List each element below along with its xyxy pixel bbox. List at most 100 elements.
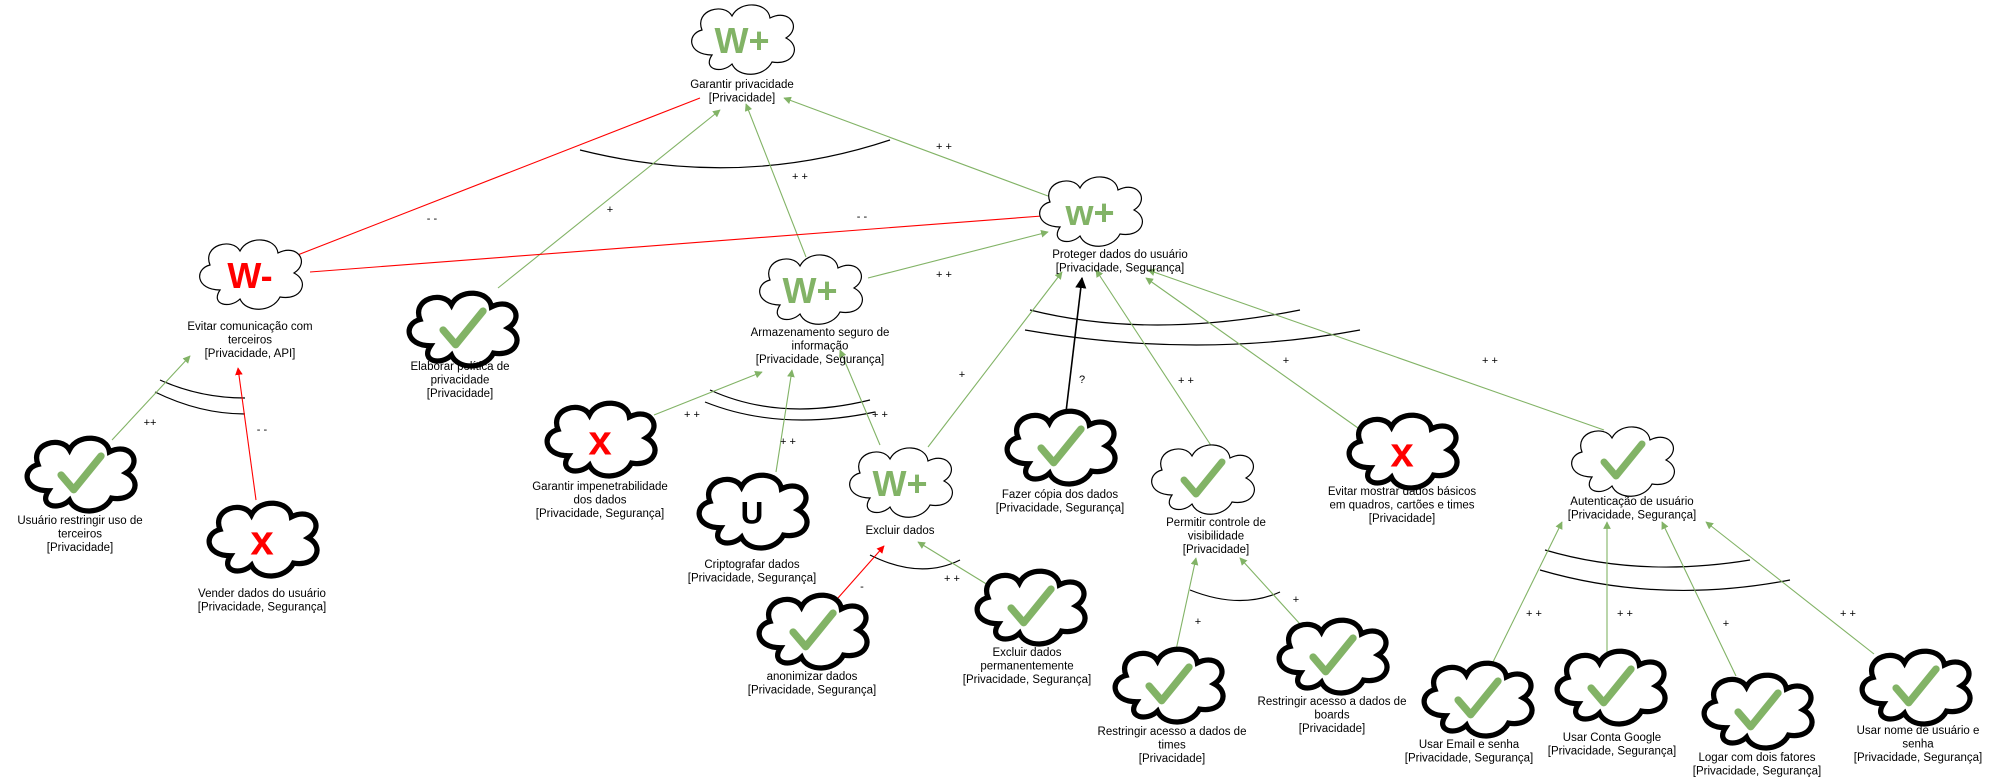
check-icon bbox=[1454, 677, 1502, 719]
softgoal-node-excluir[interactable]: W+Excluir dados bbox=[849, 447, 954, 537]
edge-label: + bbox=[1195, 616, 1201, 628]
node-label-line: [Privacidade] bbox=[47, 542, 113, 554]
node-label-line: Restringir acesso a dados de bbox=[1258, 696, 1407, 708]
node-label-line: senha bbox=[1902, 739, 1934, 751]
cloud-icon bbox=[409, 293, 517, 366]
softgoal-node-google[interactable]: Usar Conta Google[Privacidade, Segurança… bbox=[1548, 651, 1677, 758]
edge-dois-to-autent bbox=[1661, 521, 1737, 677]
check-icon bbox=[57, 452, 105, 494]
softgoal-node-autent[interactable]: Autenticação de usuário [Privacidade, Seg… bbox=[1568, 426, 1697, 522]
softgoal-node-garantir[interactable]: W+ Garantir privacidade [Privacidade] bbox=[690, 4, 796, 105]
node-label-line: Fazer cópia dos dados bbox=[1002, 489, 1119, 501]
node-label-line: [Privacidade] bbox=[709, 93, 775, 105]
softgoal-node-email[interactable]: Usar Email e senha[Privacidade, Seguranç… bbox=[1405, 663, 1534, 765]
cloud-icon bbox=[1704, 675, 1812, 748]
cloud-icon bbox=[1424, 663, 1532, 736]
check-icon bbox=[1587, 665, 1635, 707]
softgoal-node-dois[interactable]: Logar com dois fatores[Privacidade, Segu… bbox=[1693, 675, 1822, 777]
symbol bbox=[1309, 634, 1357, 676]
symbol bbox=[1145, 663, 1193, 705]
edges-layer: ++ ++ +- -- -+ +++- -+ ++ ++ +-+ ++?+ ++… bbox=[111, 96, 1875, 677]
node-label: Garantir privacidade [Privacidade] bbox=[690, 79, 794, 105]
node-label-line: terceiros bbox=[228, 335, 272, 347]
edge-label: - - bbox=[257, 424, 268, 436]
edge-label: + + bbox=[1840, 608, 1856, 620]
symbol: x bbox=[250, 517, 274, 564]
symbol: U bbox=[741, 494, 764, 530]
symbol bbox=[439, 307, 487, 349]
node-label-line: Vender dados do usuário bbox=[198, 588, 326, 600]
edge-proteger-to-garantir bbox=[783, 96, 1049, 197]
node-label-line: anonimizar dados bbox=[767, 671, 858, 683]
edge-restr_boards-to-visib bbox=[1239, 557, 1301, 625]
softgoal-node-proteger[interactable]: w+ Proteger dados do usuário[Privacidade,… bbox=[1039, 176, 1188, 275]
cloud-icon bbox=[1007, 411, 1115, 484]
check-icon bbox=[1892, 665, 1940, 707]
symbol: W+ bbox=[714, 20, 769, 61]
symbol: w+ bbox=[1064, 192, 1114, 233]
edge-label: + + bbox=[1178, 375, 1194, 387]
satisficing-label-icon: W+ bbox=[714, 20, 769, 61]
edge-email-to-autent bbox=[1491, 521, 1563, 665]
node-label: anonimizar dados[Privacidade, Segurança] bbox=[748, 671, 877, 697]
node-label: Proteger dados do usuário[Privacidade, S… bbox=[1052, 249, 1188, 275]
node-label-line: Restringir acesso a dados de bbox=[1098, 726, 1247, 738]
node-label-line: terceiros bbox=[58, 529, 102, 541]
node-label-line: [Privacidade, Segurança] bbox=[1548, 746, 1677, 758]
node-label-line: Armazenamento seguro de bbox=[751, 327, 890, 339]
edge-excl_perm-to-excluir bbox=[917, 541, 989, 586]
check-icon bbox=[789, 609, 837, 651]
node-label-line: Garantir privacidade bbox=[690, 79, 794, 91]
node-label: Usar Email e senha[Privacidade, Seguranç… bbox=[1405, 739, 1534, 765]
node-label-line: boards bbox=[1314, 710, 1349, 722]
satisficing-label-icon: w+ bbox=[1064, 192, 1114, 233]
edge-label: + + bbox=[684, 409, 700, 421]
edge-label: + + bbox=[1482, 355, 1498, 367]
node-label-line: [Privacidade, Segurança] bbox=[1405, 753, 1534, 765]
cloud-icon bbox=[759, 595, 867, 668]
edge-label: ? bbox=[1079, 374, 1085, 386]
node-label-line: em quadros, cartões e times bbox=[1329, 500, 1474, 512]
node-label-line: Garantir impenetrabilidade bbox=[532, 481, 668, 493]
edge-label: - bbox=[860, 581, 864, 593]
edge-restr_times-to-visib bbox=[1175, 557, 1199, 651]
symbol bbox=[1734, 689, 1782, 731]
symbol: W+ bbox=[872, 463, 927, 504]
softgoal-node-copia[interactable]: Fazer cópia dos dados[Privacidade, Segur… bbox=[996, 411, 1125, 515]
softgoal-node-cripto[interactable]: U Criptografar dados[Privacidade, Seguran… bbox=[688, 475, 817, 585]
x-icon: x bbox=[588, 417, 612, 464]
check-icon bbox=[439, 307, 487, 349]
edge-vender-to-evitar_com bbox=[235, 367, 257, 501]
edge-label: - - bbox=[427, 213, 438, 225]
node-label: Autenticação de usuário [Privacidade, Seg… bbox=[1568, 496, 1697, 522]
softgoal-node-anon[interactable]: anonimizar dados[Privacidade, Segurança] bbox=[748, 595, 877, 697]
node-label-line: Evitar comunicação com bbox=[187, 321, 312, 333]
node-label-line: Autenticação de usuário bbox=[1570, 496, 1693, 508]
node-label: Usar Conta Google[Privacidade, Segurança… bbox=[1548, 732, 1677, 758]
edge-autent-to-proteger bbox=[1147, 268, 1605, 431]
node-label-line: [Privacidade, Segurança] bbox=[1568, 510, 1697, 522]
cloud-icon bbox=[27, 438, 135, 511]
node-label: Criptografar dados[Privacidade, Seguranç… bbox=[688, 559, 817, 585]
symbol bbox=[57, 452, 105, 494]
edge-excluir-to-proteger bbox=[927, 271, 1063, 448]
node-label: Fazer cópia dos dados[Privacidade, Segur… bbox=[996, 489, 1125, 515]
edge-label: ++ bbox=[144, 417, 157, 429]
